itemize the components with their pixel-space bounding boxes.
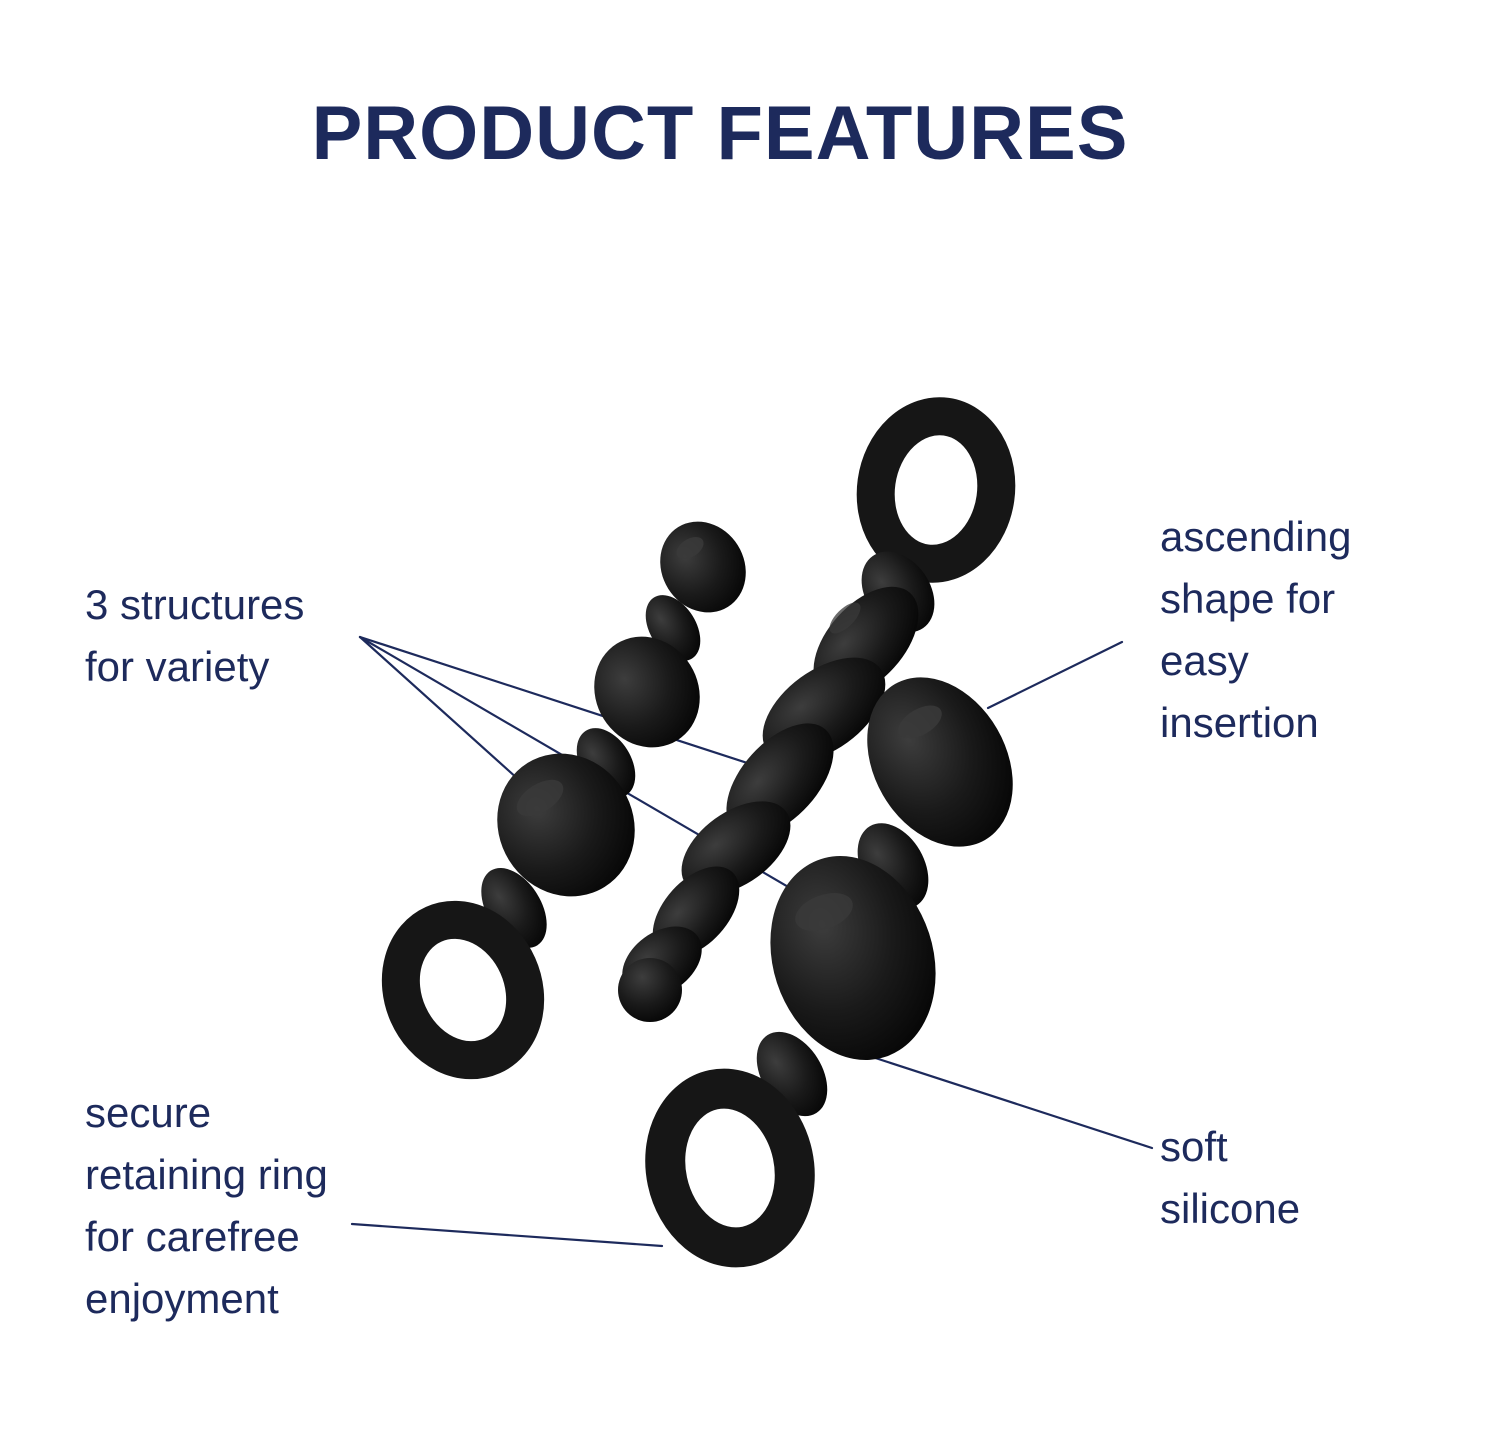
label-line: enjoyment <box>85 1275 279 1322</box>
beaded-plug-illustration <box>381 521 746 1080</box>
page-title: PRODUCT FEATURES <box>311 91 1129 176</box>
label-line: for carefree <box>85 1213 300 1260</box>
label-line: for variety <box>85 643 270 690</box>
connector-ascending <box>986 640 1124 710</box>
label-ascending-shape: ascending shape for easy insertion <box>1160 506 1351 754</box>
label-line: shape for <box>1160 575 1336 622</box>
label-structures-for-variety: 3 structures for variety <box>85 574 304 698</box>
retaining-ring-middle <box>856 397 1016 583</box>
label-line: soft <box>1160 1123 1228 1170</box>
label-secure-retaining-ring: secure retaining ring for carefree enjoy… <box>85 1082 328 1330</box>
tapered-plug-illustration <box>645 677 1013 1268</box>
label-line: easy <box>1160 637 1249 684</box>
label-line: ascending <box>1160 513 1352 560</box>
retaining-ring-right <box>645 1068 815 1268</box>
twisted-plug-illustration <box>618 397 1016 1022</box>
label-line: 3 structures <box>85 581 305 628</box>
connector-retaining-ring <box>350 1222 664 1248</box>
label-soft-silicone: soft silicone <box>1160 1116 1300 1240</box>
label-line: insertion <box>1160 699 1319 746</box>
label-line: secure <box>85 1089 212 1136</box>
connector-structures-middle <box>358 635 777 774</box>
label-line: silicone <box>1160 1185 1301 1232</box>
retaining-ring-left <box>381 900 545 1080</box>
label-line: retaining ring <box>85 1151 328 1198</box>
